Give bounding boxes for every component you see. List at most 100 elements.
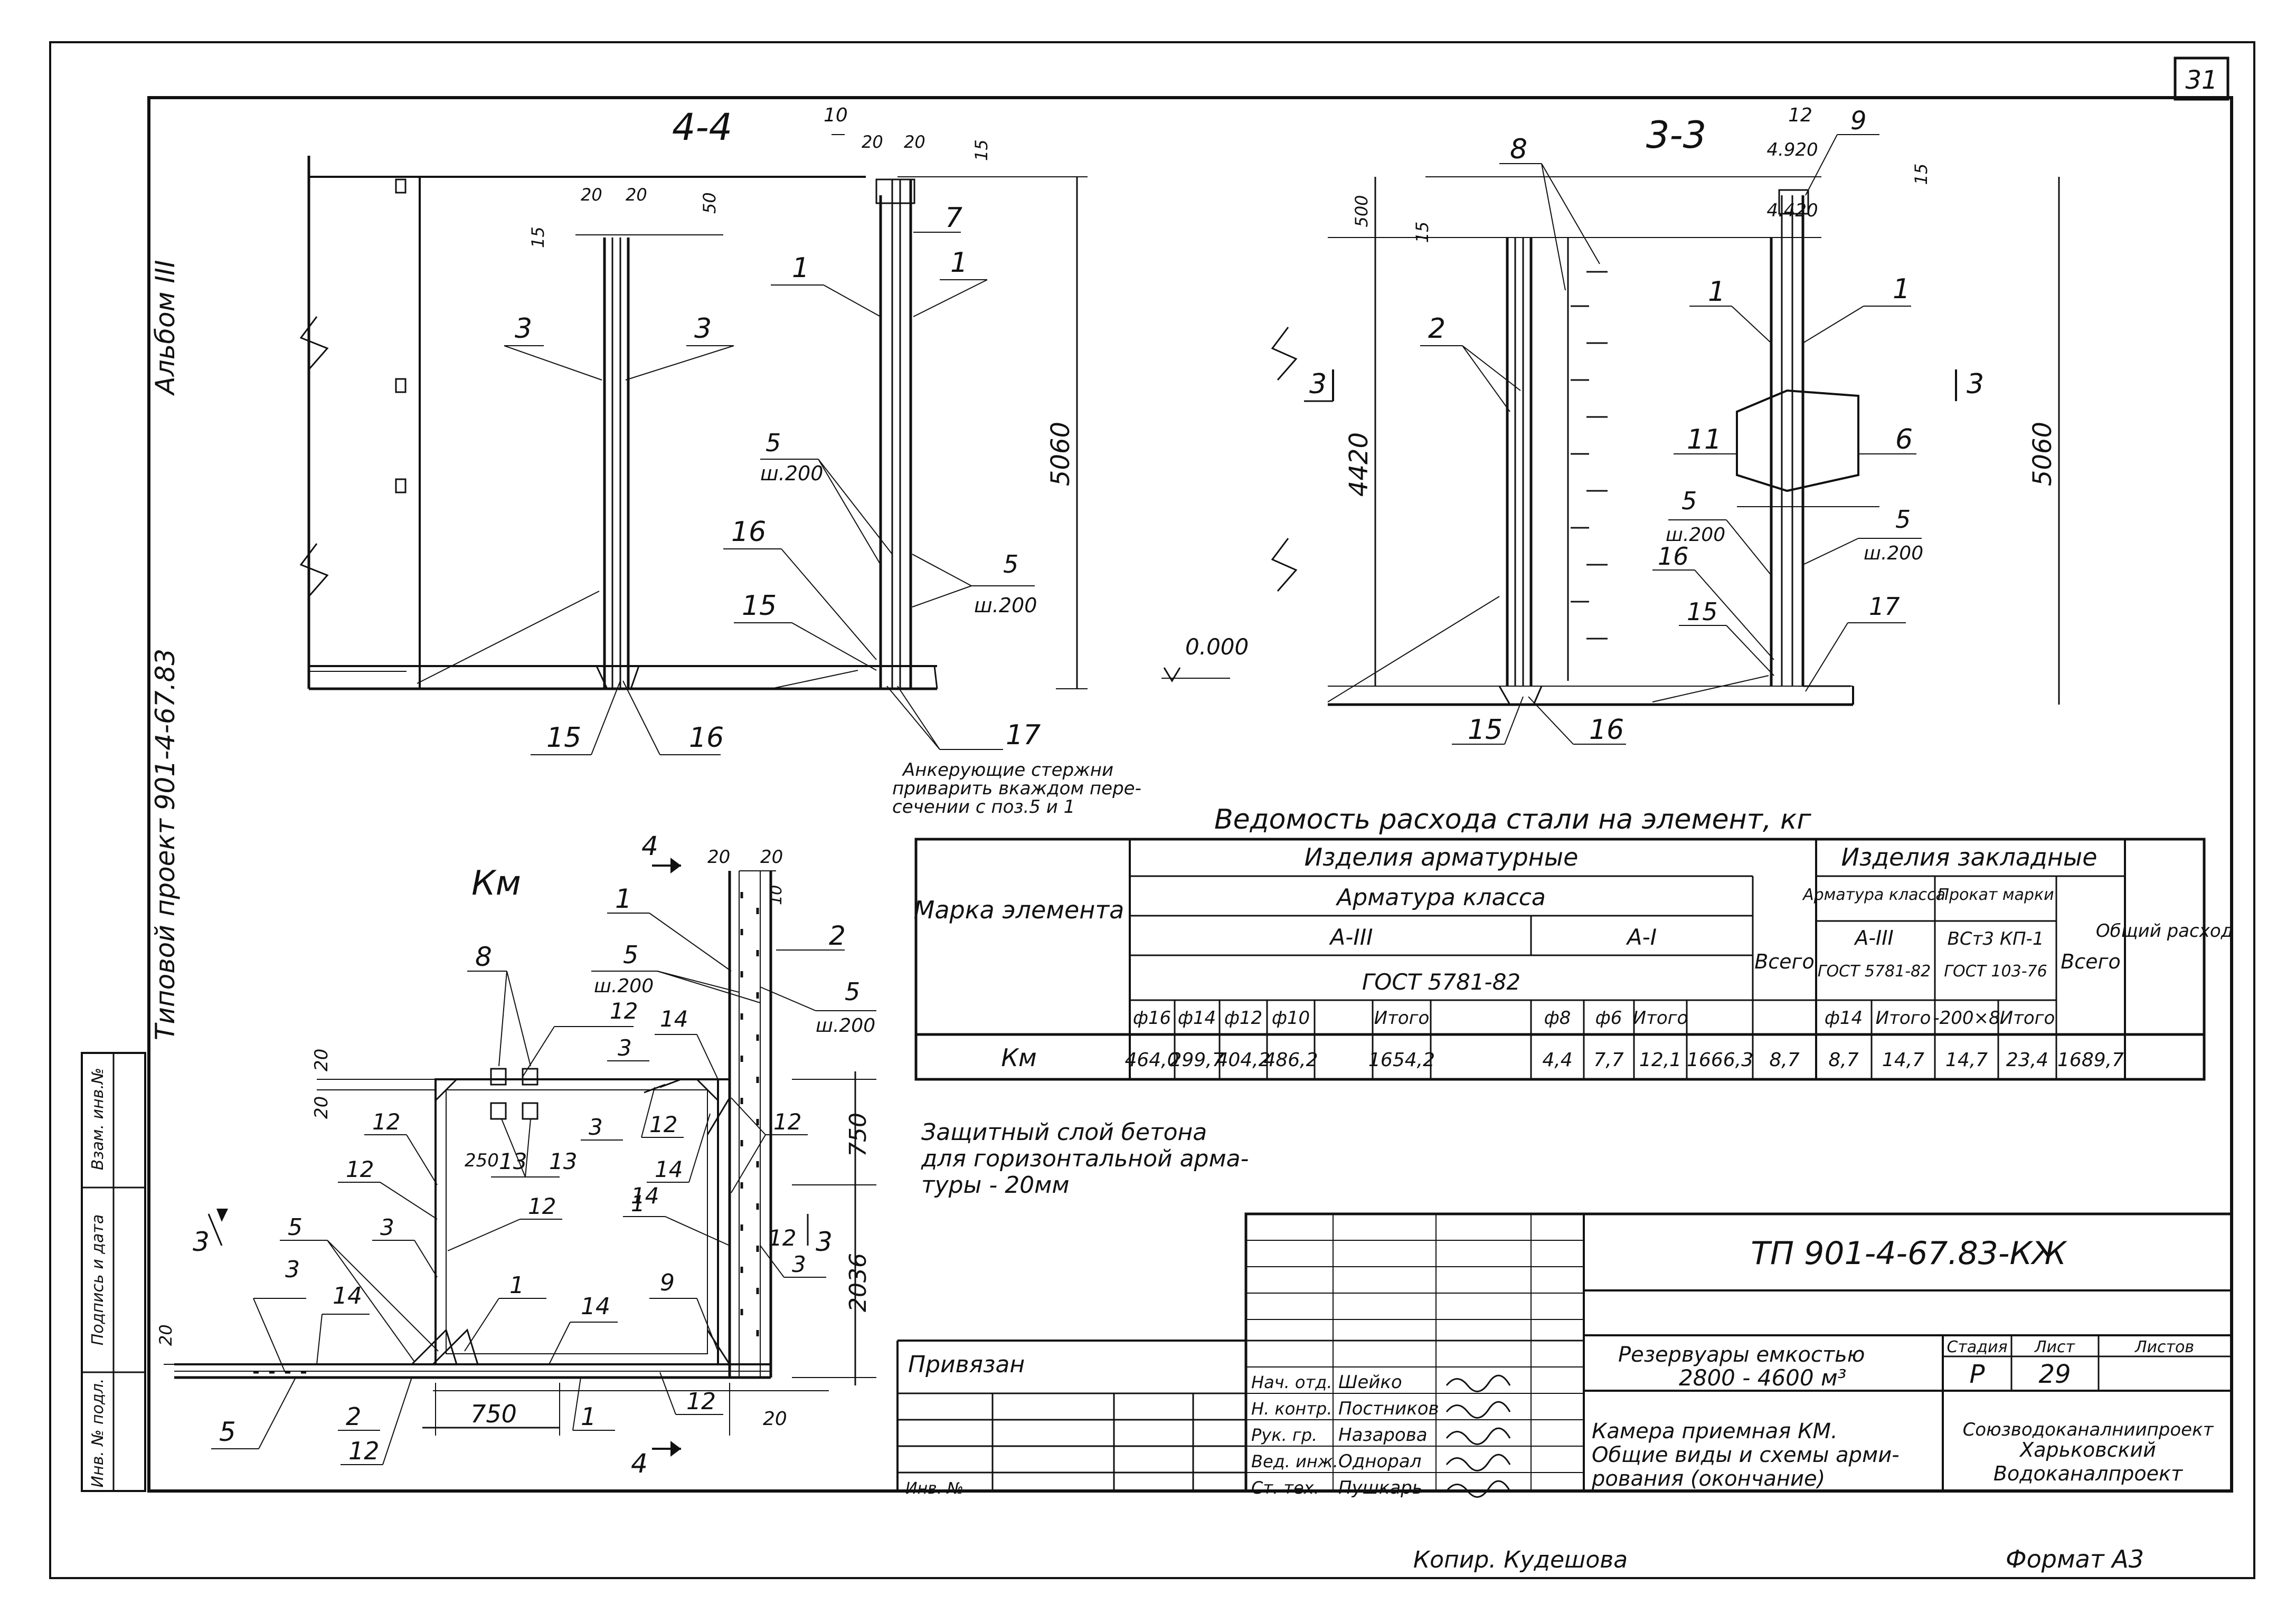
table-subheader-cell: ф8 (1544, 1008, 1571, 1029)
album-label: Альбом III (150, 260, 181, 396)
callout-17: 17 (1006, 719, 1041, 751)
signature-mark (1445, 1454, 1511, 1471)
section-3-3-title: 3-3 (1646, 113, 1706, 157)
plan-km: Км (156, 831, 876, 1479)
plan-callout-1f: 1 (581, 1402, 596, 1431)
level-0000: 0.000 (1185, 634, 1249, 660)
table-row-mark: Км (1001, 1043, 1036, 1072)
callout-15a: 15 (742, 590, 777, 622)
plan-callout-5c: 3 (285, 1256, 300, 1283)
title-block: ТП 901-4-67.83-КЖ Резервуары емкостью 28… (896, 1212, 2233, 1498)
table-h-vst: ВСт3 КП-1 (1948, 928, 2044, 949)
dim-15b: 15 (528, 226, 548, 248)
callout-16a: 16 (731, 516, 766, 548)
callout-7: 7 (945, 202, 962, 234)
callout-16c: 16 (1658, 542, 1689, 571)
level-4420: 4.420 (1766, 200, 1818, 221)
section-4-4-title: 4-4 (672, 106, 732, 149)
table-h-arm-class: Арматура класса (1802, 886, 1945, 904)
callout-1d: 1 (1893, 273, 1910, 305)
plan-callout-12d: 12 (773, 1109, 801, 1135)
plan-callout-sh200b: ш.200 (816, 1015, 875, 1037)
table-subheader-cell: ф12 (1224, 1008, 1262, 1029)
margin-stamp: Инв. № подл. Подпись и дата Взам. инв.№ (81, 1052, 146, 1492)
table-subheader-cell: ф14 (1825, 1008, 1863, 1029)
table-cell: 1689,7 (2057, 1049, 2124, 1071)
margin-stamp-signature: Подпись и дата (89, 1214, 107, 1346)
drawing-code: ТП 901-4-67.83-КЖ (1751, 1235, 2067, 1272)
table-cell: 4,4 (1542, 1049, 1572, 1071)
plan-dim-750b: 750 (470, 1400, 517, 1428)
table-h-gost: ГОСТ 5781-82 (1362, 969, 1520, 995)
level-4920: 4.920 (1766, 139, 1818, 160)
table-h-z-total: Всего (2061, 950, 2121, 973)
plan-mark-3b: 3 (816, 1227, 833, 1257)
dim-10: 10 (824, 105, 848, 126)
section-4-4-dim-5060: 5060 (1046, 422, 1075, 486)
callout-9: 9 (1850, 106, 1867, 136)
dim-20d: 20 (626, 185, 647, 205)
plan-callout-3c: 12 (346, 1156, 374, 1182)
capacity: 2800 - 4600 м³ (1679, 1365, 1847, 1391)
steel-table: Ведомость расхода стали на элемент, кг (914, 804, 2233, 1081)
section-mark-3a: 3 (1309, 368, 1327, 400)
callout-sh200a: ш.200 (760, 462, 823, 485)
dim-20b: 20 (904, 132, 925, 152)
stage-value: Р (1970, 1360, 1985, 1389)
plan-dim-20a: 20 (707, 847, 730, 868)
section-arrow-4b (670, 1441, 681, 1457)
plan-mark-4b: 4 (631, 1448, 648, 1479)
staff-role: Н. контр. (1251, 1399, 1332, 1419)
table-cell: 464,0 (1125, 1049, 1179, 1071)
section-3-3-dim-4420: 4420 (1344, 432, 1374, 497)
plan-dim-20e: 20 (763, 1408, 787, 1430)
plan-callout-14e: 1 (509, 1272, 524, 1299)
plan-mark-3a: 3 (193, 1227, 210, 1257)
staff-name: Шейко (1338, 1372, 1402, 1393)
signature-mark (1445, 1401, 1511, 1419)
callout-sh200d: ш.200 (1864, 543, 1923, 564)
staff-name: Пушкарь (1338, 1477, 1423, 1498)
plan-dim-2036: 2036 (845, 1253, 872, 1312)
plan-callout-sh200a: ш.200 (594, 975, 654, 997)
plan-callout-1b: 12 (768, 1225, 796, 1251)
org-line-1: Союзводоканалниипроект (1963, 1419, 2214, 1440)
plan-callout-12c: 12 (649, 1112, 677, 1137)
staff-name: Однорал (1338, 1451, 1421, 1472)
table-cell: 12,1 (1639, 1049, 1681, 1071)
callout-1c: 1 (1708, 276, 1725, 308)
table-h-a1: А-I (1626, 924, 1657, 950)
plan-callout-14c: 14 (631, 1183, 659, 1209)
table-h-overall: Общий расход (2096, 920, 2233, 942)
signature-mark (1445, 1480, 1511, 1498)
callout-sh200b: ш.200 (974, 594, 1037, 617)
table-h-a3: А-III (1328, 924, 1373, 950)
callout-11: 11 (1687, 424, 1722, 455)
table-subheader-cell: ф16 (1133, 1008, 1171, 1029)
plan-dim-750: 750 (845, 1113, 872, 1157)
plan-callout-8: 8 (475, 942, 492, 972)
plan-dim-20b: 20 (760, 847, 783, 868)
table-cell: 14,7 (1882, 1049, 1924, 1071)
callout-5a: 5 (766, 429, 781, 457)
callout-5b: 5 (1003, 550, 1018, 578)
note-line-3: туры - 20мм (921, 1172, 1070, 1199)
callout-15b: 15 (546, 722, 581, 754)
dim-50: 50 (700, 192, 720, 214)
table-caption: Ведомость расхода стали на элемент, кг (1214, 804, 1811, 835)
plan-callout-13b: 13 (549, 1148, 577, 1174)
callout-6: 6 (1895, 424, 1913, 455)
callout-1b: 1 (950, 247, 968, 279)
table-cell: 486,2 (1263, 1049, 1318, 1071)
plan-callout-3a: 3 (618, 1035, 632, 1061)
plan-callout-1c: 1 (631, 1191, 645, 1217)
plan-callout-12g: 12 (686, 1388, 716, 1415)
plan-callout-3d: 12 (528, 1193, 556, 1219)
signature-mark (1445, 1427, 1511, 1445)
dim-15d: 15 (1911, 164, 1931, 185)
table-h-class: Арматура класса (1335, 884, 1546, 911)
plan-dim-20d: 20 (311, 1096, 332, 1119)
inv-label: Инв. № (905, 1479, 963, 1498)
callout-1a: 1 (792, 252, 809, 284)
